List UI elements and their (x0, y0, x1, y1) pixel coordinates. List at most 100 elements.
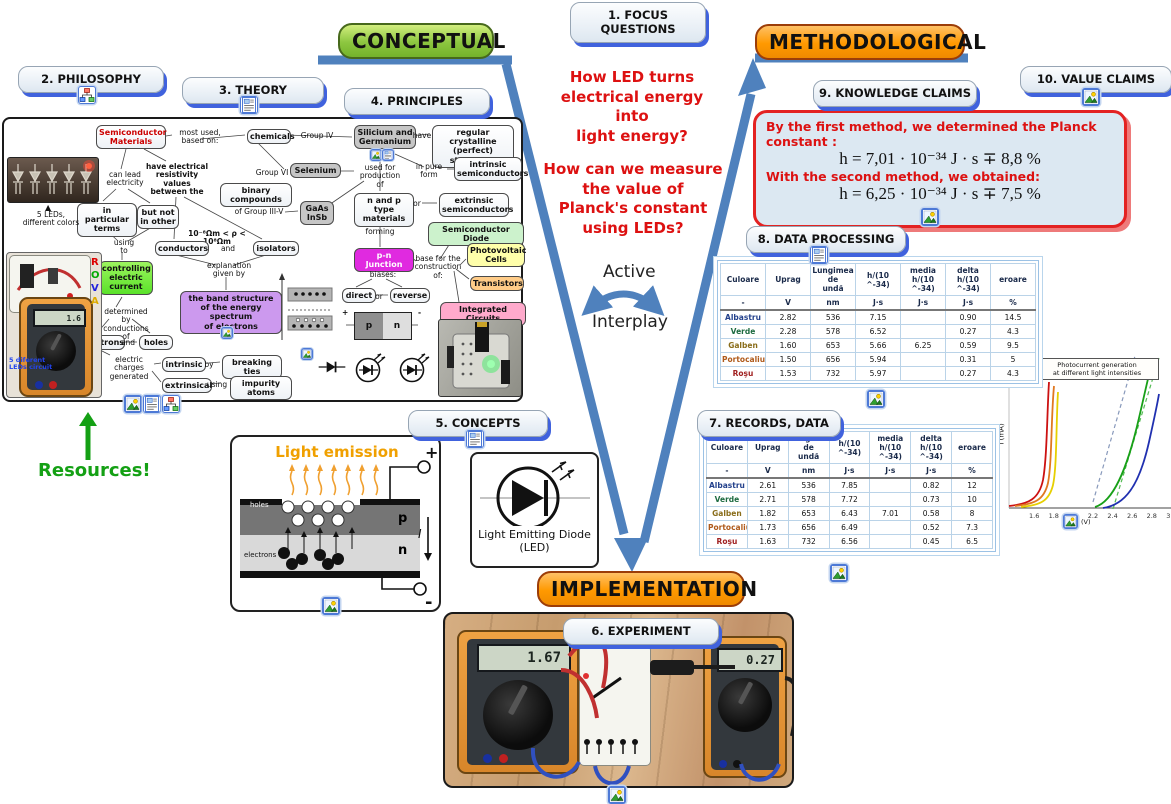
knowledge-claims-box[interactable]: By the first method, we determined the P… (753, 110, 1127, 228)
node-experiment[interactable]: 6. EXPERIMENT (563, 618, 719, 645)
image-icon[interactable] (124, 395, 142, 413)
led-switch-board (579, 645, 651, 766)
orgchart-icon[interactable] (162, 395, 180, 413)
claim-method1: By the first method, we determined the P… (766, 119, 1097, 149)
node-knowledge-claims[interactable]: 9. KNOWLEDGE CLAIMS (813, 80, 977, 107)
focus-question-2: How can we measure the value of Planck's… (543, 160, 723, 237)
document-icon[interactable] (382, 149, 394, 161)
cmap-minus: - (418, 308, 422, 317)
concept-map-panel[interactable]: Semiconductor Materials most used, based… (2, 117, 528, 402)
cmap-in-pure-form: in pure form (415, 162, 443, 180)
led-symbol-icon (396, 351, 434, 383)
led-diagram-drawing (240, 460, 432, 596)
band-structure-diagram (279, 273, 333, 340)
claim-formula2: h = 6,25 · 10⁻³⁴ J · s ∓ 7,5 % (839, 184, 1041, 203)
image-icon[interactable] (1082, 88, 1100, 106)
node-records-data[interactable]: 7. RECORDS, DATA (697, 410, 841, 437)
image-icon[interactable] (921, 208, 939, 226)
document-icon[interactable] (466, 430, 484, 448)
led-diagram-panel[interactable]: Light emission holes electrons p n (230, 435, 441, 613)
plus-terminal: + (425, 443, 439, 462)
p-layer-label: p (398, 511, 408, 526)
cmap-and2: and (120, 338, 136, 347)
image-icon[interactable] (1063, 514, 1078, 529)
document-icon[interactable] (810, 246, 828, 264)
chart-x-label: (V) (1081, 518, 1091, 526)
node-principles[interactable]: 4. PRINCIPLES (344, 88, 490, 115)
cmap-extrinsic-semiconductors: extrinsic semiconductors (439, 193, 513, 218)
cmap-conductors: conductors (155, 241, 209, 257)
breadboard-photo[interactable] (438, 319, 522, 397)
chart-title: Photocurrent generation at different lig… (1035, 358, 1159, 380)
led-symbol-box[interactable]: Light Emitting Diode (LED) (470, 452, 599, 568)
current-label: I (418, 527, 422, 541)
leds-circuit-caption: 5 diferent LEDs circuit (9, 356, 53, 372)
cmap-gaas-insb: GaAs InSb (300, 201, 334, 226)
image-icon[interactable] (370, 149, 382, 161)
document-icon[interactable] (240, 96, 258, 114)
cmap-n-region: n (383, 313, 411, 339)
up-arrow: ▲ (45, 203, 52, 212)
photocurrent-chart[interactable]: I (mA) Photocurrent generation at differ… (998, 352, 1171, 534)
cmap-can-lead: can lead electricity (106, 170, 144, 188)
cmap-by: by (204, 360, 214, 369)
cmap-controlling-current: controlling electric current (99, 261, 153, 295)
image-icon[interactable] (867, 390, 885, 408)
cmap-explanation: explanation given by (207, 261, 252, 279)
cmap-most-used: most used, based on: (179, 128, 221, 146)
holes-label: holes (250, 501, 269, 509)
cmap-selenium: Selenium (290, 163, 341, 179)
image-icon[interactable] (301, 348, 313, 360)
rova-v: V (91, 283, 99, 294)
light-emission-label: Light emission (275, 443, 399, 461)
cmap-but-not: but not in other (137, 205, 179, 230)
cmap-intrinsic: intrinsic (162, 357, 206, 373)
right-multimeter-display: 0.27 (717, 648, 783, 672)
led-symbol-drawing (480, 461, 590, 530)
cmap-np-type: n and p type materials (354, 193, 414, 227)
cmap-have-resistivity: have electrical resistivity values betwe… (145, 162, 209, 197)
node-focus-questions[interactable]: 1. FOCUS QUESTIONS (570, 2, 706, 43)
cmap-of-group: of Group III-V (234, 207, 284, 216)
conceptual-label[interactable]: CONCEPTUAL (338, 23, 505, 59)
leds-photo[interactable] (7, 157, 99, 203)
cmap-used-for: used for production of (359, 163, 401, 189)
led-circuit-photo[interactable]: 1.6 R O V A 5 diferent LEDs circuit (6, 252, 102, 398)
cmap-silicium-germanium: Silicium and Germanium (354, 125, 416, 150)
image-icon[interactable] (830, 564, 848, 582)
cmap-using2: using (206, 380, 228, 389)
cmap-forming: forming (365, 227, 395, 236)
orgchart-icon[interactable] (78, 86, 96, 104)
node-data-processing[interactable]: 8. DATA PROCESSING (746, 226, 906, 253)
claim-formula1: h = 7,01 · 10⁻³⁴ J · s ∓ 8,8 % (839, 149, 1041, 168)
cmap-chemicals: chemicals (247, 129, 295, 145)
image-icon[interactable] (221, 327, 233, 339)
active-label: Active (603, 262, 656, 282)
cmap-binary-compounds: binary compounds (220, 183, 292, 208)
cmap-direct: direct (342, 288, 376, 304)
electrons-label: electrons (244, 551, 277, 559)
cmap-holes: holes (139, 335, 173, 351)
document-icon[interactable] (143, 395, 161, 413)
led-symbol-icon (352, 351, 390, 383)
resources-label: Resources! (38, 460, 151, 481)
image-icon[interactable] (322, 597, 340, 615)
image-icon[interactable] (608, 786, 626, 804)
interplay-label: Interplay (592, 312, 668, 332)
implementation-label[interactable]: IMPLEMENTATION (537, 571, 757, 607)
cmap-semiconductor-materials: Semiconductor Materials (96, 125, 167, 150)
cmap-and: and (220, 244, 236, 253)
cmap-intrinsic-semiconductors: intrinsic semiconductors (454, 157, 528, 182)
methodological-label[interactable]: METHODOLOGICAL (755, 24, 986, 60)
